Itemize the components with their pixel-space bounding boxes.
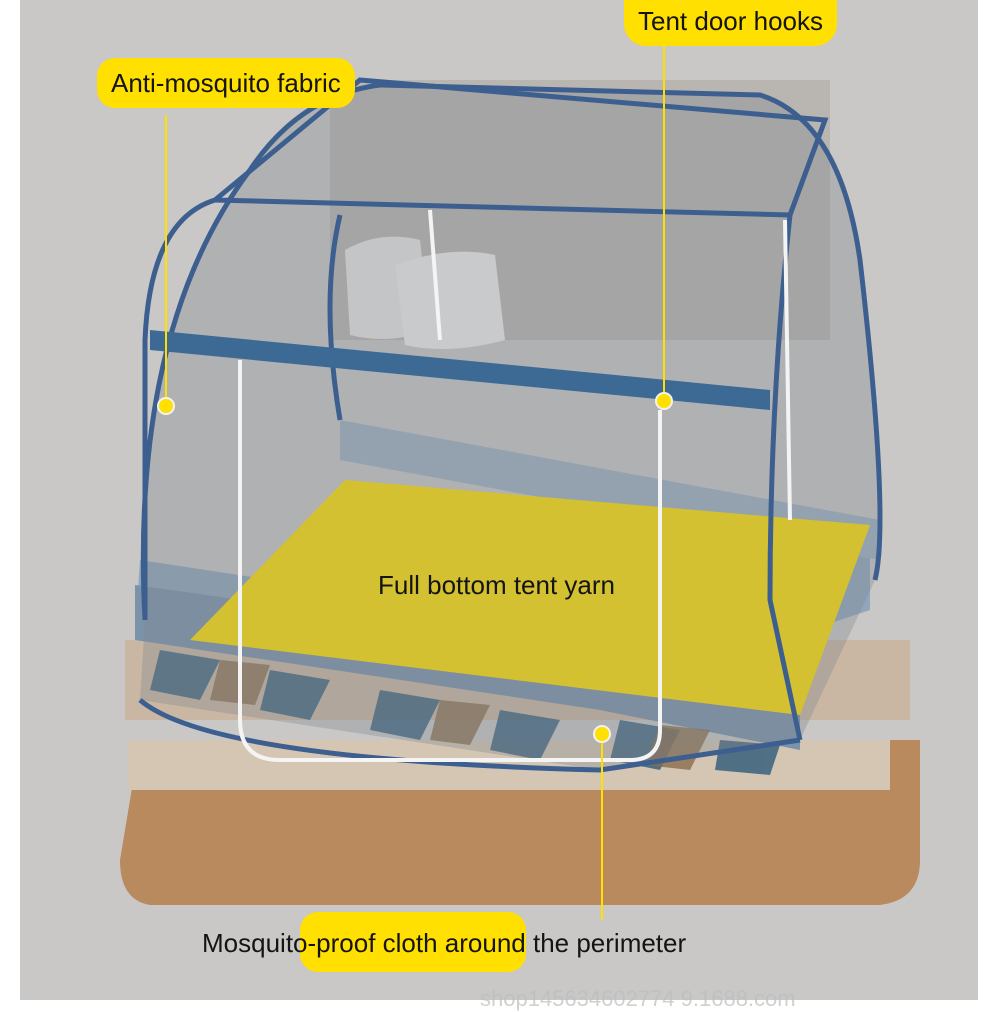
pillow-right	[395, 251, 505, 349]
hooks-pointer-line	[663, 45, 665, 400]
watermark: shop145634602774 9.1688.com	[480, 986, 796, 1011]
fabric-pointer-dot	[157, 397, 175, 415]
callout-anti-mosquito-fabric: Anti-mosquito fabric	[97, 58, 355, 108]
label-perimeter-cloth: Mosquito-proof cloth around the perimete…	[202, 928, 687, 958]
perimeter-pointer-dot	[593, 725, 611, 743]
label-full-bottom-tent-yarn: Full bottom tent yarn	[378, 570, 615, 600]
callout-text: Anti-mosquito fabric	[111, 68, 341, 98]
fabric-pointer-line	[165, 115, 167, 405]
hooks-pointer-dot	[655, 392, 673, 410]
mosquito-net	[140, 85, 880, 770]
callout-perimeter-bg	[300, 912, 526, 972]
callout-tent-door-hooks: Tent door hooks	[624, 0, 838, 46]
tent-strap	[150, 330, 770, 410]
door-zippers	[238, 209, 792, 762]
callout-text: Tent door hooks	[638, 6, 824, 36]
perimeter-pointer-line	[601, 735, 603, 920]
tent-floor-highlight	[190, 480, 870, 715]
cloth-pattern	[150, 650, 780, 775]
